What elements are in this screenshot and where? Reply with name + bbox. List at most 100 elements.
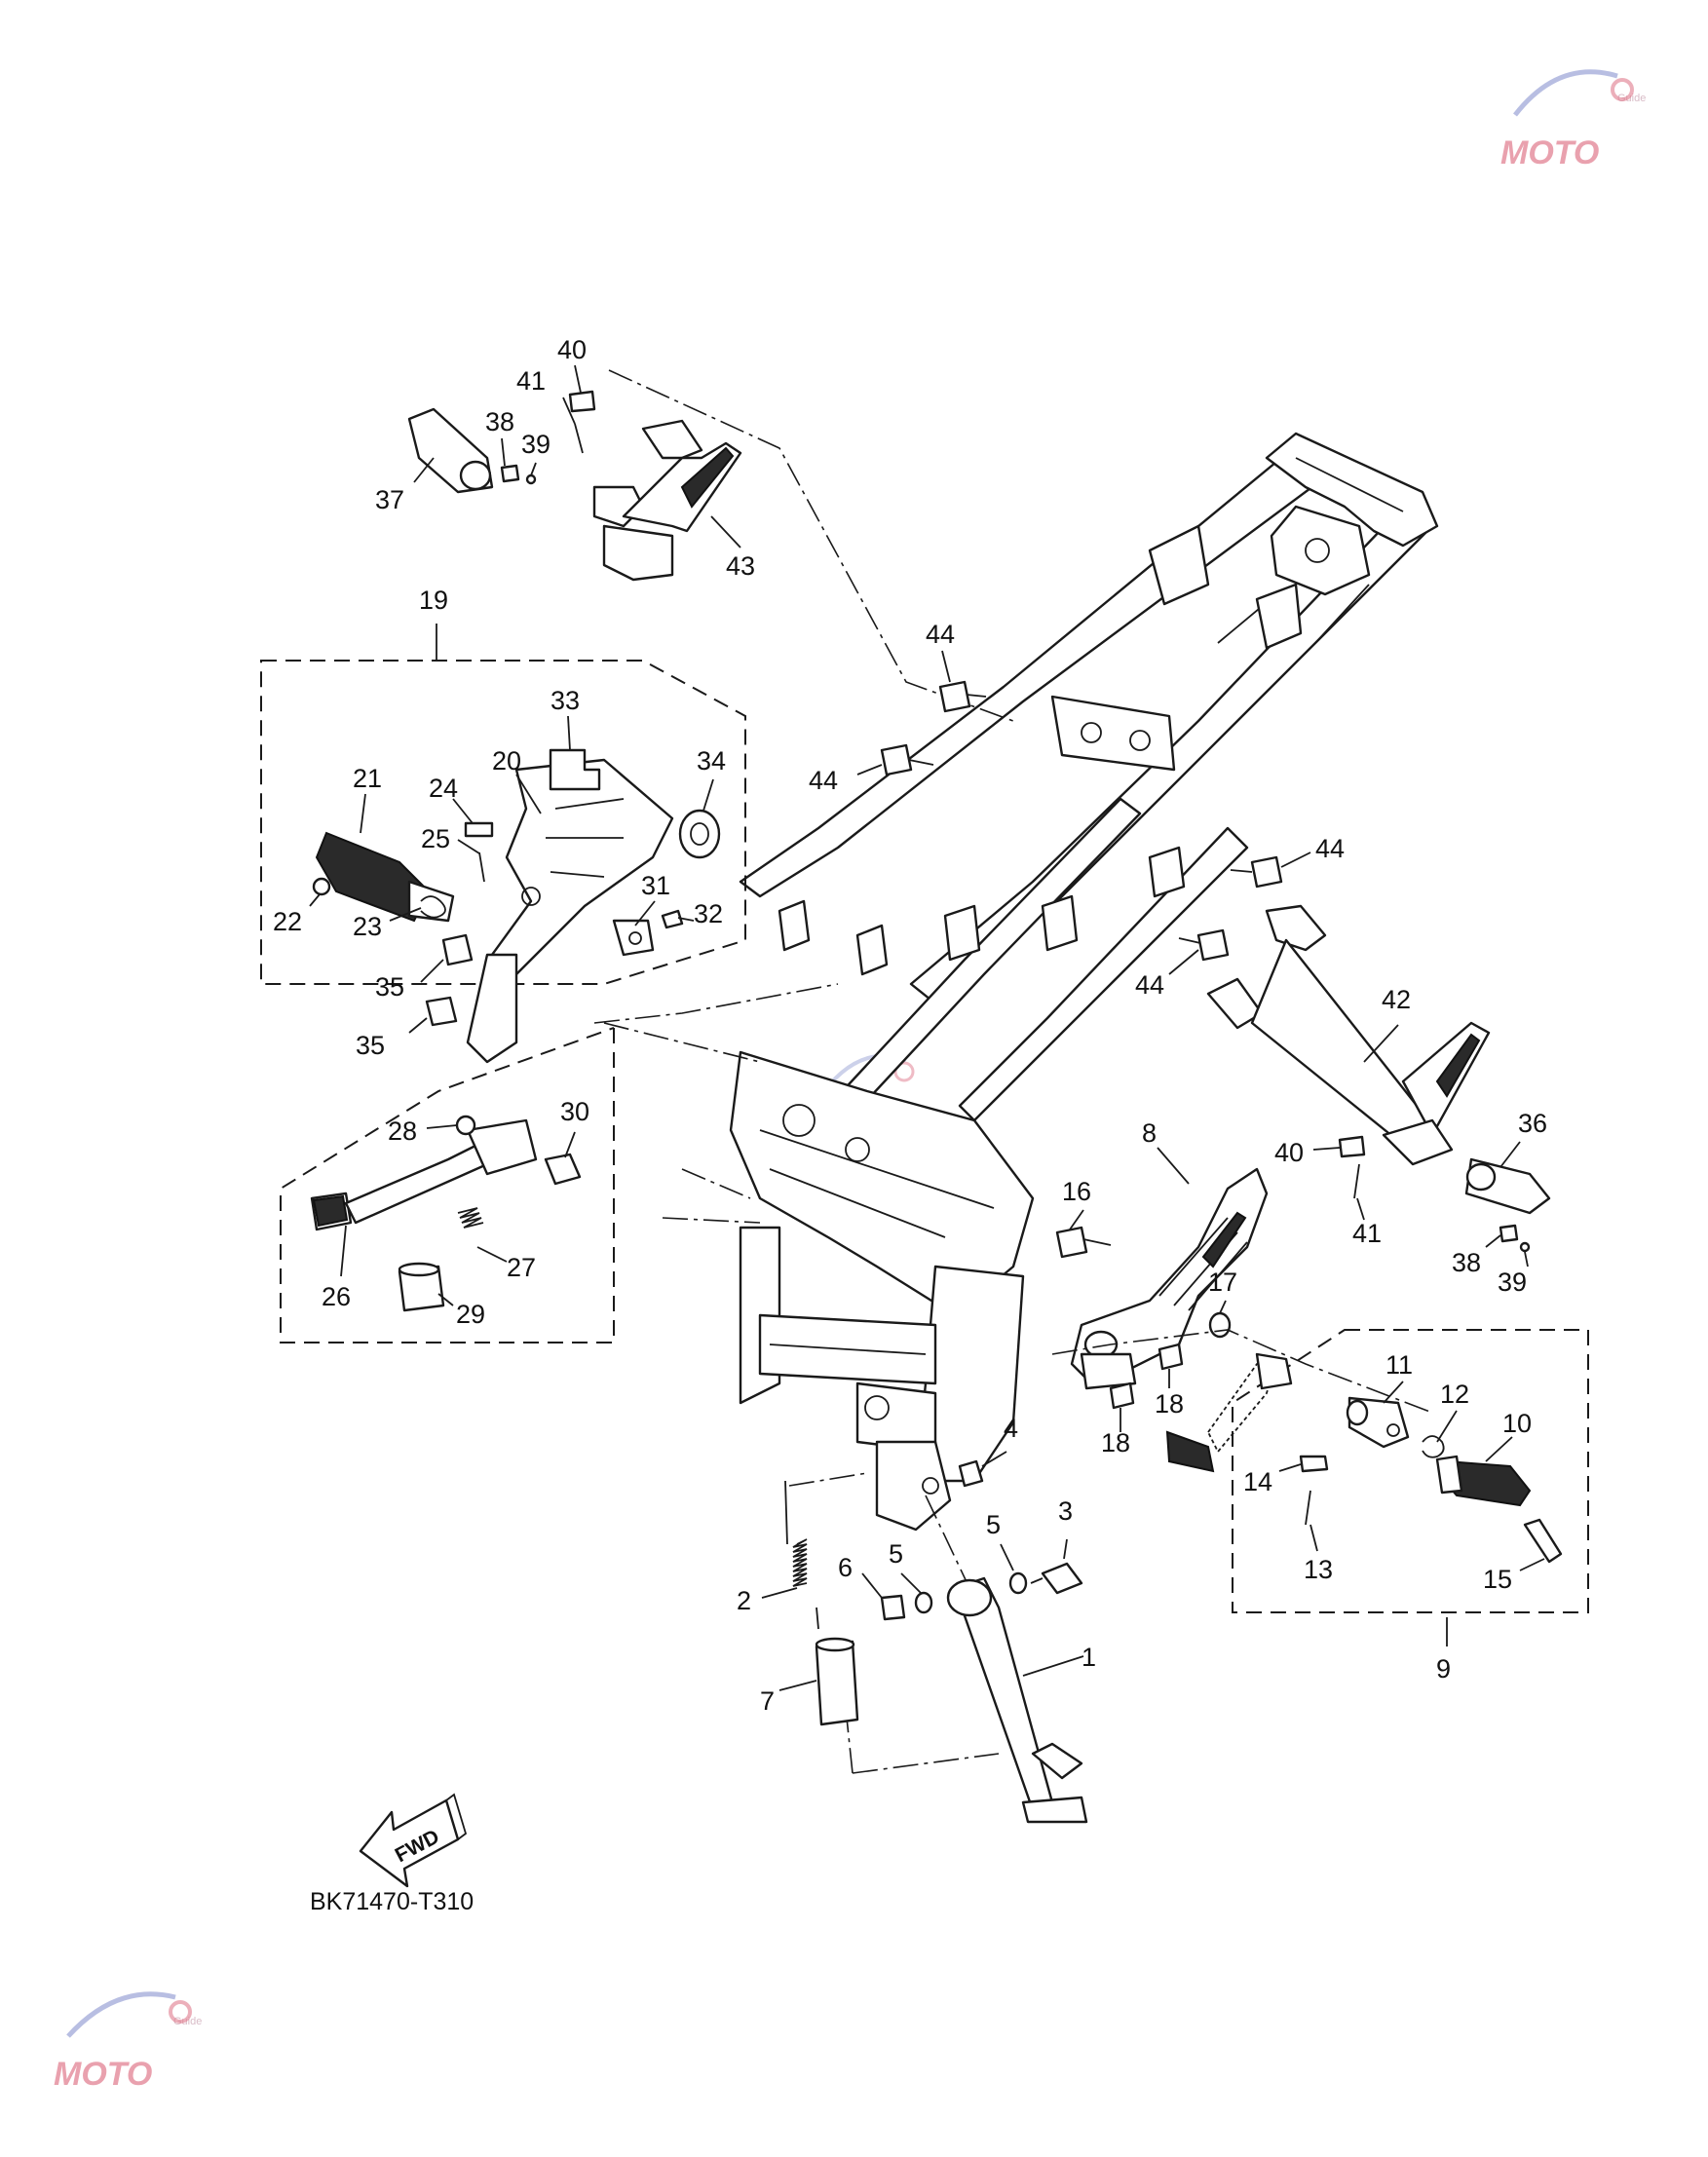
part-35-bolt-a [441, 933, 474, 966]
part-26-pedal [310, 1118, 538, 1231]
part-4-nut [958, 1459, 984, 1488]
chain-line-19 [593, 983, 839, 1024]
chain-line-stand-mid [925, 1495, 970, 1589]
part-6-nut [880, 1594, 906, 1621]
part-42-passenger-bracket [1206, 904, 1491, 1166]
callout-33: 33 [550, 686, 580, 715]
callout-28: 28 [388, 1116, 417, 1146]
callout-5a: 5 [889, 1539, 903, 1569]
callout-11: 11 [1385, 1350, 1413, 1380]
callout-3: 3 [1058, 1496, 1073, 1526]
group-box-19 [260, 660, 746, 985]
callout-labels: 1 2 3 4 5 5 6 7 8 9 10 11 12 13 14 15 16… [273, 335, 1547, 1716]
callout-37: 37 [375, 485, 404, 514]
callout-18a: 18 [1155, 1389, 1184, 1419]
part-38-washer-a [500, 464, 520, 483]
callout-1: 1 [1082, 1643, 1096, 1672]
callout-18b: 18 [1101, 1428, 1130, 1457]
part-12-spring [1422, 1435, 1445, 1458]
part-30-bolt [544, 1153, 582, 1186]
callout-44b: 44 [809, 766, 838, 795]
part-15-pin [1523, 1518, 1563, 1564]
part-14-pin [1299, 1455, 1329, 1473]
callout-41a: 41 [516, 366, 546, 396]
watermark-bottom-left: MOTO Guide [54, 1991, 202, 2093]
callout-44c: 44 [1315, 834, 1345, 863]
fwd-arrow: FWD [359, 1793, 468, 1888]
part-3-bolt [1030, 1562, 1083, 1595]
part-20-footrest-bracket [466, 758, 674, 1064]
callout-19: 19 [419, 586, 448, 615]
part-5-washer-a [914, 1591, 933, 1614]
part-32-bolt [661, 909, 684, 929]
callout-15: 15 [1483, 1565, 1512, 1594]
part-16-bolt [1055, 1226, 1112, 1259]
part-27-spring [457, 1207, 484, 1229]
group-box-9 [1232, 1329, 1589, 1613]
callout-9: 9 [1436, 1654, 1451, 1684]
part-11-bracket [1346, 1396, 1410, 1449]
callout-38a: 38 [485, 407, 514, 436]
callout-29: 29 [456, 1300, 485, 1329]
callout-22: 22 [273, 907, 302, 936]
callout-8: 8 [1142, 1118, 1157, 1148]
part-8-footrest-bracket [1070, 1167, 1269, 1390]
callout-44a: 44 [926, 620, 955, 649]
callout-30: 30 [560, 1097, 589, 1126]
callout-5b: 5 [986, 1510, 1001, 1539]
callout-42: 42 [1382, 985, 1411, 1014]
part-18-bolt-a [1158, 1343, 1184, 1371]
callout-41b: 41 [1352, 1219, 1382, 1248]
part-40-pin-b [1338, 1135, 1366, 1158]
callout-25: 25 [421, 824, 450, 853]
main-frame [603, 432, 1439, 1532]
watermark-subtext: Guide [1617, 93, 1646, 104]
callout-36: 36 [1518, 1109, 1547, 1138]
part-13-cotter [1305, 1490, 1311, 1526]
gear-icon [1611, 78, 1634, 101]
callout-39a: 39 [521, 430, 550, 459]
callout-35b: 35 [356, 1031, 385, 1060]
callout-27: 27 [507, 1253, 536, 1282]
part-40-pin-a [568, 390, 596, 413]
part-18-bolt-b [1109, 1381, 1135, 1410]
part-44-bolt-b [880, 743, 934, 776]
callout-34: 34 [697, 746, 726, 776]
part-34-collar [678, 809, 721, 859]
part-17-washer [1208, 1311, 1232, 1339]
part-43-passenger-bracket [592, 419, 742, 582]
part-29-sleeve [398, 1262, 445, 1312]
callout-31: 31 [641, 871, 670, 900]
part-21-footrest [315, 831, 455, 923]
chain-line-8 [1051, 1329, 1433, 1414]
callout-20: 20 [492, 746, 521, 776]
callout-14: 14 [1243, 1467, 1272, 1496]
part-41-cotter-a [574, 423, 584, 454]
callout-23: 23 [353, 912, 382, 941]
part-39-pin-a [525, 473, 537, 485]
part-23-spring [420, 895, 446, 919]
callout-13: 13 [1304, 1555, 1333, 1584]
part-44-bolt-c [1230, 855, 1283, 889]
watermark-subtext: Guide [173, 2016, 202, 2027]
callout-32: 32 [694, 899, 723, 928]
part-7-sleeve [815, 1637, 859, 1726]
gear-icon [893, 1061, 915, 1082]
watermark-text: MOTO [54, 2056, 152, 2093]
gear-icon [169, 2000, 192, 2024]
callout-2: 2 [737, 1586, 751, 1615]
part-25-cotter [478, 851, 485, 883]
part-2-spring [784, 1480, 819, 1630]
part-44-bolt-a [938, 680, 987, 713]
part-1-side-stand [946, 1576, 1088, 1824]
part-brake-pedal-phantom [1165, 1352, 1293, 1473]
part-22-washer [312, 877, 331, 896]
part-36-passenger-footrest [1464, 1157, 1551, 1215]
watermark-text: MOTO [1500, 134, 1599, 171]
callout-40a: 40 [557, 335, 587, 364]
watermark-top-right: MOTO Guide [1500, 69, 1646, 171]
callout-21: 21 [353, 764, 382, 793]
callout-40b: 40 [1274, 1138, 1304, 1167]
part-38-washer-b [1499, 1224, 1519, 1243]
chain-line-stand-bottom [852, 1753, 1000, 1774]
